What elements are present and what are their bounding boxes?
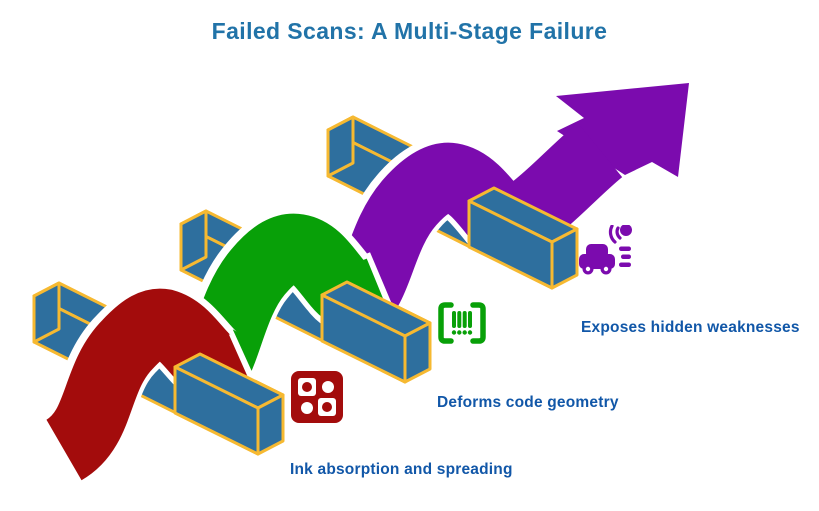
stage-3-label: Exposes hidden weaknesses: [581, 319, 800, 336]
stage-1-hurdle-front: [173, 352, 285, 456]
hurdle3-right-end-face: [550, 227, 579, 290]
hurdle2-right-end-face: [403, 321, 432, 384]
hurdle1-left-end-face: [32, 281, 61, 344]
page-title: Failed Scans: A Multi-Stage Failure: [211, 18, 608, 44]
hurdle1-right-end-face: [256, 393, 285, 456]
qr-code-icon: [291, 371, 343, 423]
stage-3-ribbon: [325, 78, 694, 345]
stage-3-hurdle-front: [467, 186, 579, 290]
stage-1-label: Ink absorption and spreading: [290, 461, 513, 478]
stage-2-label: Deforms code geometry: [437, 394, 619, 411]
stage-2-hurdle-front: [320, 280, 432, 384]
hurdle3-left-end-face: [326, 115, 355, 178]
car-radar-icon: [579, 225, 632, 275]
purple-ribbon: [334, 122, 623, 337]
barcode-scan-icon: [438, 302, 486, 344]
hurdle2-left-end-face: [179, 209, 208, 272]
